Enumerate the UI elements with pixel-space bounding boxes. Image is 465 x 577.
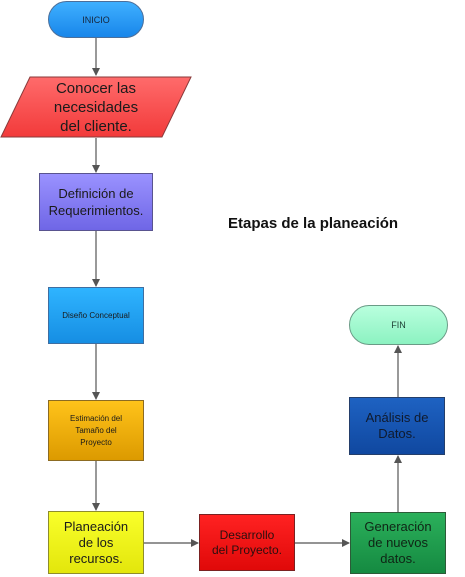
- start-terminal: INICIO: [48, 1, 144, 38]
- requirements-definition-box: Definición de Requerimientos.: [39, 173, 153, 231]
- parallelogram-shape: [0, 76, 192, 138]
- end-terminal: FIN: [349, 305, 448, 345]
- data-analysis-box: Análisis de Datos.: [349, 397, 445, 455]
- size-estimation-box: Estimación del Tamaño del Proyecto: [48, 400, 144, 461]
- client-needs-label: Conocer las necesidades del cliente.: [53, 79, 139, 135]
- conceptual-design-box: Diseño Conceptual: [48, 287, 144, 344]
- resource-planning-box: Planeación de los recursos.: [48, 511, 144, 574]
- client-needs-input: Conocer las necesidades del cliente.: [0, 76, 192, 138]
- project-development-box: Desarrollo del Proyecto.: [199, 514, 295, 571]
- diagram-title: Etapas de la planeación: [228, 215, 399, 232]
- new-data-generation-box: Generación de nuevos datos.: [350, 512, 446, 574]
